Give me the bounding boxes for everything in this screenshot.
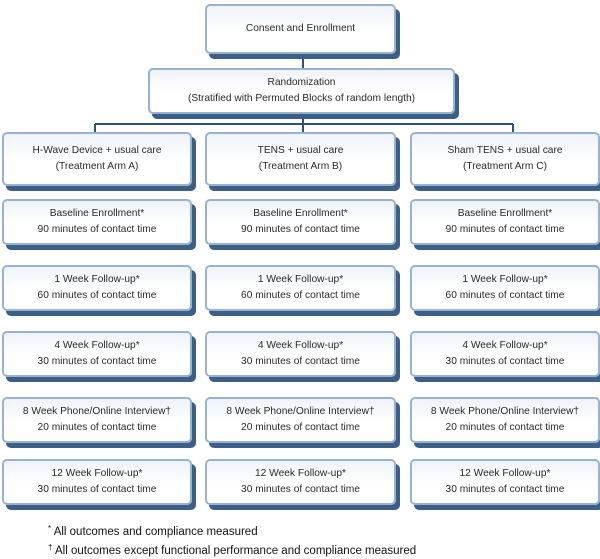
arm-c-step-week12: 12 Week Follow-up* 30 minutes of contact… [410,459,600,505]
footnote-1-text: All outcomes and compliance measured [53,526,258,538]
arm-c-name: Sham TENS + usual care [447,145,563,156]
step-title: 8 Week Phone/Online Interview† [226,406,375,417]
step-title: 8 Week Phone/Online Interview† [430,406,580,417]
step-title: 12 Week Follow-up* [51,468,143,479]
arm-b-step-week8: 8 Week Phone/Online Interview† 20 minute… [205,397,396,443]
arm-a-step-baseline: Baseline Enrollment* 90 minutes of conta… [2,199,192,245]
arm-a-step-week8: 8 Week Phone/Online Interview† 20 minute… [2,397,192,443]
consent-box: Consent and Enrollment [205,4,396,54]
step-title: 1 Week Follow-up* [54,274,140,285]
step-detail: 30 minutes of contact time [241,356,360,367]
step-detail: 20 minutes of contact time [37,422,157,433]
arm-b-step-week4: 4 Week Follow-up* 30 minutes of contact … [205,331,396,377]
arm-b-box: TENS + usual care (Treatment Arm B) [205,132,396,186]
step-detail: 20 minutes of contact time [445,422,565,433]
step-title: 1 Week Follow-up* [462,274,548,285]
arm-c-step-week1: 1 Week Follow-up* 60 minutes of contact … [410,265,600,311]
arm-b-name: TENS + usual care [257,145,344,156]
step-detail: 90 minutes of contact time [241,224,360,235]
arm-c-step-baseline: Baseline Enrollment* 90 minutes of conta… [410,199,600,245]
footnote-2-mark: † [48,543,53,552]
step-title: 4 Week Follow-up* [54,340,140,351]
randomization-box: Randomization (Stratified with Permuted … [148,68,455,114]
randomization-title: Randomization [267,77,336,88]
step-title: 12 Week Follow-up* [459,468,551,479]
arm-b-step-baseline: Baseline Enrollment* 90 minutes of conta… [205,199,396,245]
step-title: Baseline Enrollment* [49,208,145,219]
step-detail: 60 minutes of contact time [37,290,157,301]
arm-b-code: (Treatment Arm B) [258,161,343,172]
step-detail: 20 minutes of contact time [241,422,360,433]
consent-label: Consent and Enrollment [245,23,356,34]
arm-c-step-week8: 8 Week Phone/Online Interview† 20 minute… [410,397,600,443]
step-detail: 30 minutes of contact time [241,484,360,495]
step-detail: 90 minutes of contact time [37,224,157,235]
arm-a-step-week1: 1 Week Follow-up* 60 minutes of contact … [2,265,192,311]
arm-a-name: H-Wave Device + usual care [32,145,162,156]
footnote-1-mark: * [48,524,52,533]
step-title: 12 Week Follow-up* [255,468,346,479]
step-detail: 60 minutes of contact time [445,290,565,301]
footnote-1: * All outcomes and compliance measured [48,521,416,540]
step-detail: 60 minutes of contact time [241,290,360,301]
step-detail: 30 minutes of contact time [37,356,157,367]
arm-a-step-week4: 4 Week Follow-up* 30 minutes of contact … [2,331,192,377]
arm-c-code: (Treatment Arm C) [463,161,547,172]
arm-a-step-week12: 12 Week Follow-up* 30 minutes of contact… [2,459,192,505]
step-title: Baseline Enrollment* [253,208,348,219]
step-title: 4 Week Follow-up* [462,340,548,351]
footnotes: * All outcomes and compliance measured †… [48,521,416,559]
randomization-subtitle: (Stratified with Permuted Blocks of rand… [187,93,416,104]
step-title: 1 Week Follow-up* [257,274,344,285]
step-title: 4 Week Follow-up* [257,340,344,351]
arm-a-code: (Treatment Arm A) [55,161,139,172]
step-detail: 30 minutes of contact time [445,484,565,495]
arm-b-step-week12: 12 Week Follow-up* 30 minutes of contact… [205,459,396,505]
arm-b-step-week1: 1 Week Follow-up* 60 minutes of contact … [205,265,396,311]
step-detail: 30 minutes of contact time [37,484,157,495]
footnote-2: † All outcomes except functional perform… [48,540,416,559]
step-title: 8 Week Phone/Online Interview† [22,406,172,417]
footnote-2-text: All outcomes except functional performan… [55,545,417,557]
step-detail: 90 minutes of contact time [445,224,565,235]
step-detail: 30 minutes of contact time [445,356,565,367]
arm-c-box: Sham TENS + usual care (Treatment Arm C) [410,132,600,186]
arm-c-step-week4: 4 Week Follow-up* 30 minutes of contact … [410,331,600,377]
arm-a-box: H-Wave Device + usual care (Treatment Ar… [2,132,192,186]
step-title: Baseline Enrollment* [457,208,553,219]
